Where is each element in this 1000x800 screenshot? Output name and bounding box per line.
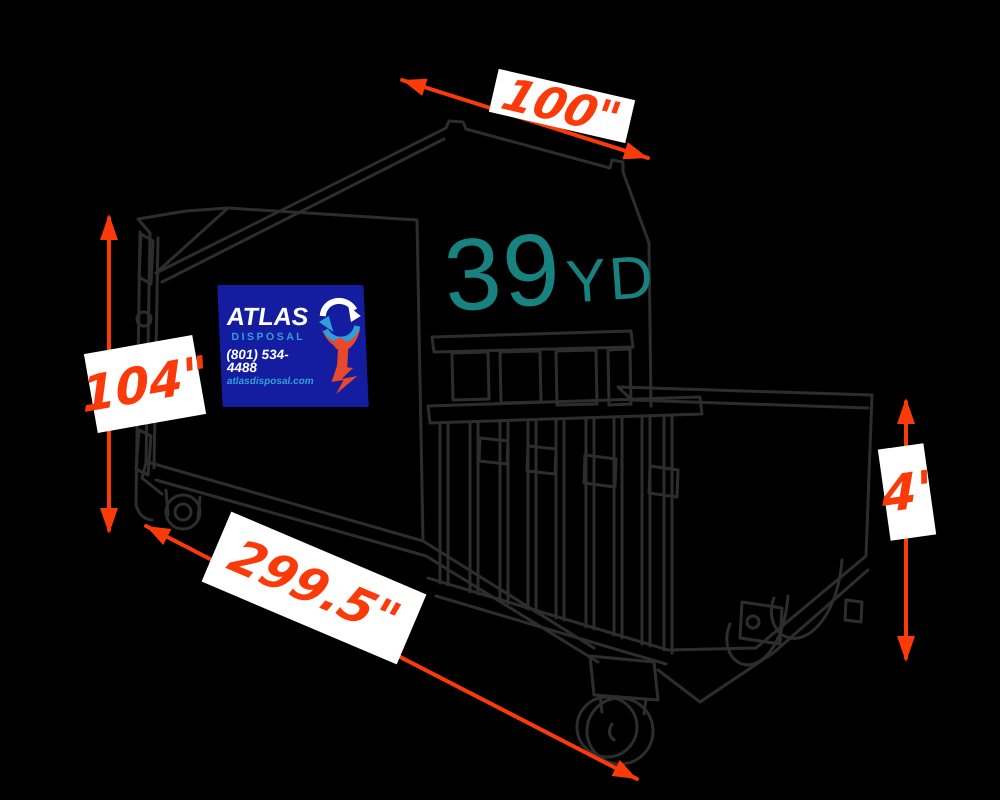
top-silhouette (154, 119, 653, 408)
front-lip (140, 461, 164, 496)
rib-stub-2 (498, 349, 543, 405)
capacity-label: 39 YD (440, 211, 658, 334)
left-face-bottom (149, 461, 425, 543)
receiver-right-edge (864, 393, 874, 558)
roof-cap (136, 206, 419, 222)
gable-edge (154, 206, 230, 275)
receiver-latch-bolt (745, 614, 761, 630)
hook-pin-round (135, 310, 153, 328)
rib-plate-1 (477, 436, 510, 466)
compactor-drawing (134, 119, 874, 766)
atlas-sign: ATLAS DISPOSAL (801) 534-4488 atlasdispo… (217, 285, 369, 407)
website-url: atlasdisposal.com (226, 375, 314, 387)
front-roller-hub (173, 502, 193, 522)
caster-wheel-mark (607, 722, 616, 742)
rib-rail (426, 395, 704, 425)
rib-plate-2 (525, 444, 558, 476)
ribs (438, 415, 674, 655)
receiver-top-edge (616, 385, 874, 410)
mid-corner-vertical (415, 218, 425, 543)
hook-pin-bottom (134, 428, 153, 477)
receiver-bracket (843, 598, 864, 624)
rib-top-band (430, 329, 635, 354)
rib-stub-4 (606, 347, 633, 407)
rib-plate-3 (582, 453, 618, 489)
phone-number: (801) 534-4488 (225, 346, 289, 376)
capacity-number: 39 (440, 211, 566, 334)
atlas-recycle-logo-icon (318, 297, 361, 394)
capacity-unit: YD (564, 242, 658, 316)
rib-plate-4 (647, 464, 680, 499)
front-roller-wheel (164, 493, 202, 531)
brand-name: ATLAS (226, 303, 309, 332)
rib-stub-3 (554, 348, 599, 407)
caster-wheel-inner (575, 695, 639, 759)
front-roller-fork (164, 488, 202, 521)
brand-subtitle: DISPOSAL (231, 331, 306, 344)
hook-pin-top (137, 232, 155, 286)
height-dimension-value: 104" (80, 344, 210, 424)
receiver-rails (656, 554, 870, 704)
receiver-hook-1 (769, 558, 844, 640)
rib-stub-1 (450, 350, 491, 402)
roof-inner-line (160, 137, 446, 284)
rib-base-lines (426, 576, 670, 666)
side-height-dimension-value: 4' (881, 459, 933, 525)
hook-bar-foot (134, 503, 154, 522)
atlas-sign-text: ATLAS DISPOSAL (801) 534-4488 atlasdispo… (224, 303, 314, 387)
receiver-latch-plate (738, 600, 784, 646)
